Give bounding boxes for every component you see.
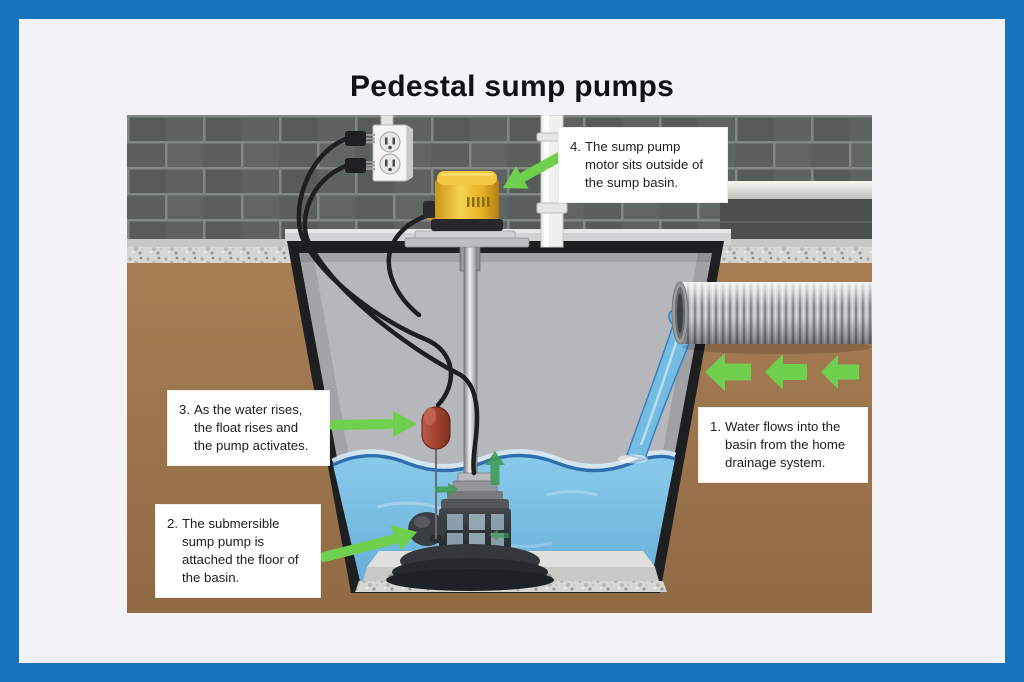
callout-text: The submersible sump pump is attached th… xyxy=(182,516,299,585)
drainage-pipe xyxy=(671,281,872,354)
pump-power-cable xyxy=(302,163,480,476)
conduit xyxy=(380,115,394,127)
electrical-outlet xyxy=(345,115,413,182)
callout-number: 4. xyxy=(570,139,581,154)
callout-number: 2. xyxy=(167,516,178,531)
callout-submersible-pump: 2. The submersible sump pump is attached… xyxy=(155,504,321,598)
socket-bottom xyxy=(379,153,401,175)
power-plug xyxy=(345,158,366,173)
pump-shaft xyxy=(459,244,481,482)
up-arrow-icon xyxy=(485,451,505,485)
left-arrow-icon xyxy=(765,354,807,390)
motor-vents xyxy=(467,197,490,207)
page-title: Pedestal sump pumps xyxy=(349,70,675,103)
motor-base-band xyxy=(431,219,503,231)
water-flow-arrows xyxy=(435,451,509,541)
callout-float-switch: 3. As the water rises, the float rises a… xyxy=(167,390,330,466)
callout-arrow-float xyxy=(328,411,417,437)
motor-power-cable xyxy=(386,212,432,318)
right-arrow-icon xyxy=(435,483,458,496)
socket-top xyxy=(379,131,401,153)
motor-cable-port xyxy=(423,201,436,218)
pedestal-motor xyxy=(404,171,530,248)
left-arrow-icon xyxy=(705,353,751,391)
discharge-pipe xyxy=(536,115,568,248)
pipe-coupling xyxy=(536,202,568,214)
submersible-pump xyxy=(386,472,554,591)
callout-water-inflow: 1. Water flows into the basin from the h… xyxy=(698,407,868,483)
callout-number: 3. xyxy=(179,402,190,417)
power-plug xyxy=(345,131,366,146)
inflow-arrows xyxy=(705,353,859,391)
plug-prongs xyxy=(365,134,375,170)
left-arrow-icon xyxy=(489,530,509,541)
callout-text: Water flows into the basin from the home… xyxy=(725,419,846,470)
callout-text: The sump pump motor sits outside of the … xyxy=(585,139,704,190)
foundation-ledge xyxy=(720,181,872,199)
callout-pump-motor: 4. The sump pump motor sits outside of t… xyxy=(558,127,728,203)
float-switch xyxy=(421,406,451,539)
callout-arrow-pump xyxy=(319,525,417,562)
power-cables xyxy=(296,136,480,476)
callout-arrows xyxy=(319,150,568,562)
callout-arrow-motor xyxy=(503,150,568,189)
callout-text: As the water rises, the float rises and … xyxy=(194,402,309,453)
callout-number: 1. xyxy=(710,419,721,434)
sump-pump-illustration xyxy=(127,115,872,613)
left-arrow-icon xyxy=(821,355,859,389)
